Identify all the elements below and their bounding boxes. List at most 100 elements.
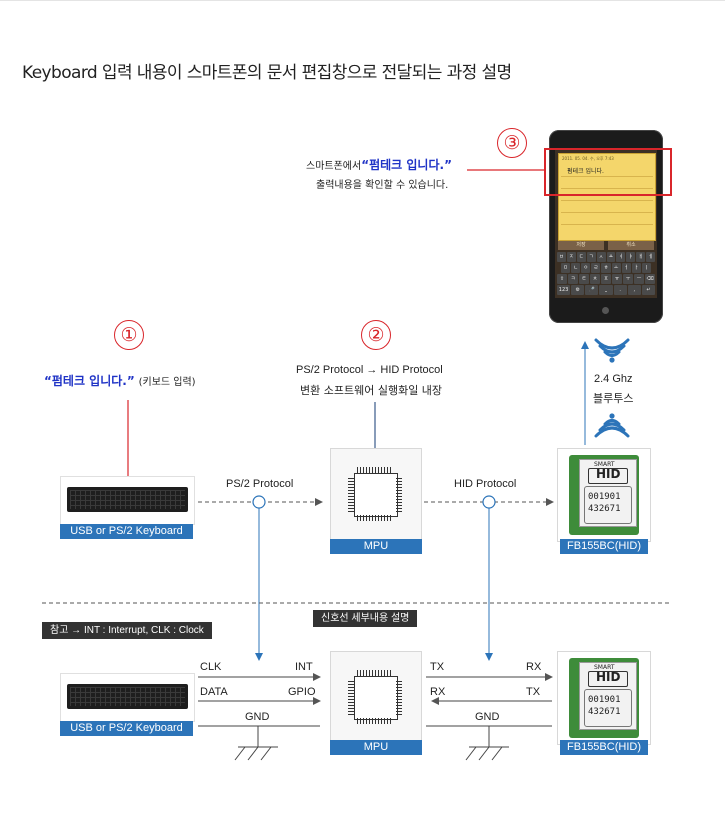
signal-gpio: GPIO — [288, 686, 316, 698]
phone-key[interactable]: ㅑ — [626, 252, 636, 262]
signal-tx-mpu: TX — [430, 661, 445, 673]
step-3-badge: ③ — [497, 128, 527, 158]
wireless-icon-bottom — [594, 419, 630, 438]
mpu-box-top — [330, 448, 422, 540]
highlight-box — [544, 148, 672, 196]
module-type: HID — [596, 467, 621, 481]
step-3-quote: “펌테크 입니다.” — [361, 158, 452, 172]
signal-gnd-right: GND — [475, 711, 500, 723]
phone-key[interactable]: ㅐ — [636, 252, 646, 262]
phone-key[interactable]: ㅈ — [566, 252, 576, 262]
legend-note: 참고 → INT : Interrupt, CLK : Clock — [42, 622, 212, 639]
phone-key[interactable]: ㅕ — [616, 252, 626, 262]
phone-key[interactable]: ㄴ — [571, 263, 581, 273]
memo-save-button[interactable]: 저장 — [558, 241, 604, 250]
mpu-label-bottom: MPU — [330, 740, 422, 755]
phone-key[interactable]: ㅎ — [601, 263, 611, 273]
step-2-line-2: 변환 소프트웨어 실행화일 내장 — [300, 384, 443, 397]
module-shield-top: SMART HID 001901 432671 — [579, 459, 637, 527]
phone-key[interactable]: ㅏ — [631, 263, 641, 273]
signal-int: INT — [295, 661, 313, 673]
signal-rx-mpu: RX — [430, 686, 446, 698]
phone-key[interactable]: . — [613, 285, 627, 295]
step-1-note: (키보드 입력) — [138, 377, 196, 388]
memo-cancel-button[interactable]: 취소 — [608, 241, 654, 250]
top-divider — [0, 0, 725, 1]
wireless-name: 블루투스 — [593, 392, 634, 405]
phone-key[interactable]: ㄱ — [586, 252, 596, 262]
keyboard-image-bottom — [60, 673, 195, 722]
phone-key[interactable]: ㅜ — [623, 274, 633, 284]
wireless-icon-top — [594, 338, 630, 357]
phone-key[interactable]: ⚙ — [571, 285, 585, 295]
phone-key[interactable]: ㅋ — [568, 274, 578, 284]
memo-date: 2011. 05. 04. 수, 오후 7:43 — [562, 156, 614, 161]
signal-gnd-left: GND — [245, 711, 270, 723]
signal-data: DATA — [200, 686, 228, 698]
module-brand: SMART — [594, 664, 615, 671]
module-shield-bottom: SMART HID 001901 432671 — [579, 662, 637, 730]
keyboard-grid: ㅂㅈㄷㄱㅅㅛㅕㅑㅐㅔ ㅁㄴㅇㄹㅎㅗㅓㅏㅣ ⇧ㅋㅌㅊㅍㅠㅜㅡ⌫ 123⚙🎤⎵.,↵ — [557, 252, 656, 297]
memo-area: 2011. 05. 04. 수, 오후 7:43 펌테크 입니다. — [558, 153, 656, 241]
phone-key[interactable]: ㅌ — [579, 274, 589, 284]
phone-key[interactable]: ㅠ — [612, 274, 622, 284]
step-3-line-2: 출력내용을 확인할 수 있습니다. — [316, 180, 449, 191]
keyboard-label-top: USB or PS/2 Keyboard — [60, 524, 193, 539]
signal-tx-module: TX — [526, 686, 541, 698]
step-1-quote: “펌테크 입니다.” — [44, 374, 135, 388]
module-box-top: SMART HID 001901 432671 — [557, 448, 651, 542]
phone-key[interactable]: ㅔ — [646, 252, 656, 262]
ps2-protocol-label: PS/2 Protocol — [226, 478, 294, 490]
module-label-top: FB155BC(HID) — [560, 539, 648, 554]
signal-rx-module: RX — [526, 661, 542, 673]
phone-key[interactable]: ㅇ — [581, 263, 591, 273]
phone-key[interactable]: ↵ — [641, 285, 655, 295]
phone-key[interactable]: ⌫ — [645, 274, 655, 284]
module-box-bottom: SMART HID 001901 432671 — [557, 651, 651, 745]
module-code-1: 001901 — [588, 492, 621, 502]
step-1-text: “펌테크 입니다.” (키보드 입력) — [44, 372, 196, 389]
signal-clk: CLK — [200, 661, 222, 673]
phone-key[interactable]: ㅂ — [557, 252, 566, 262]
mpu-chip-top — [348, 467, 402, 521]
smartphone: 2011. 05. 04. 수, 오후 7:43 펌테크 입니다. 저장 취소 … — [549, 130, 663, 323]
phone-key[interactable]: ㅁ — [561, 263, 571, 273]
module-code-2: 432671 — [588, 504, 621, 514]
save-label: 저장 — [576, 242, 586, 248]
module-code-1: 001901 — [588, 695, 621, 705]
keyboard-label-bottom: USB or PS/2 Keyboard — [60, 721, 193, 736]
wireless-frequency: 2.4 Ghz — [594, 373, 633, 385]
phone-key[interactable]: ㅡ — [634, 274, 644, 284]
module-label-bottom: FB155BC(HID) — [560, 740, 648, 755]
phone-key[interactable]: ㅗ — [611, 263, 621, 273]
phone-key[interactable]: ㅣ — [641, 263, 651, 273]
cancel-label: 취소 — [626, 242, 636, 248]
memo-text: 펌테크 입니다. — [567, 168, 604, 175]
phone-key[interactable]: ㅓ — [621, 263, 631, 273]
phone-key[interactable]: , — [627, 285, 641, 295]
phone-key[interactable]: ⇧ — [557, 274, 567, 284]
phone-home-dot — [602, 307, 609, 314]
step-2-badge: ② — [361, 320, 391, 350]
phone-key[interactable]: ㄷ — [576, 252, 586, 262]
mpu-chip-bottom — [348, 670, 402, 724]
keyboard-image — [60, 476, 195, 525]
module-code-2: 432671 — [588, 707, 621, 717]
phone-key[interactable]: ㅍ — [601, 274, 611, 284]
phone-key[interactable]: 123 — [557, 285, 571, 295]
phone-key[interactable]: ㅅ — [596, 252, 606, 262]
hid-protocol-label: HID Protocol — [454, 478, 517, 490]
step-3-prefix: 스마트폰에서 — [306, 161, 362, 172]
section-note: 신호선 세부내용 설명 — [313, 610, 418, 627]
module-type: HID — [596, 670, 621, 684]
phone-key[interactable]: ⎵ — [599, 285, 613, 295]
mpu-label-top: MPU — [330, 539, 422, 554]
step-1-badge: ① — [114, 320, 144, 350]
phone-key[interactable]: ㅊ — [590, 274, 600, 284]
step-3-line-1: 스마트폰에서“펌테크 입니다.” — [306, 156, 452, 173]
phone-screen: 2011. 05. 04. 수, 오후 7:43 펌테크 입니다. 저장 취소 … — [555, 148, 657, 298]
module-brand: SMART — [594, 461, 615, 468]
phone-key[interactable]: ㅛ — [606, 252, 616, 262]
phone-key[interactable]: ㄹ — [591, 263, 601, 273]
phone-key[interactable]: 🎤 — [585, 285, 599, 295]
